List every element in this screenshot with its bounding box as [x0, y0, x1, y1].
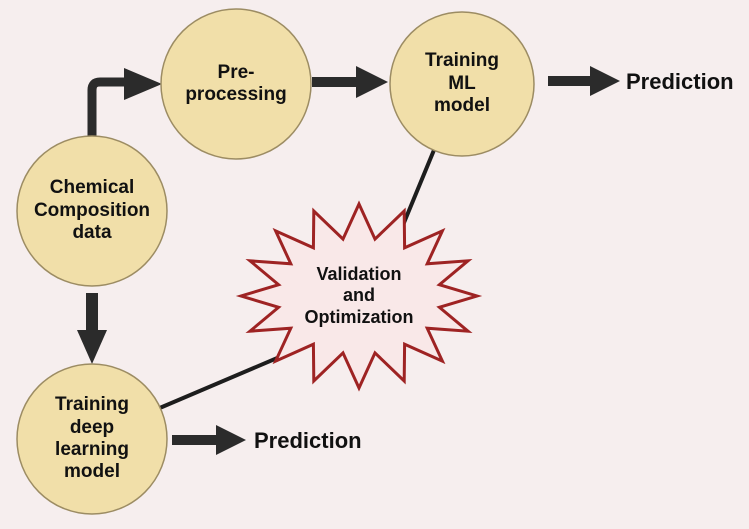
validation-starburst: [235, 200, 483, 392]
arrow-training-ml-to-prediction: [548, 66, 620, 96]
preprocessing-label: Pre- processing: [185, 61, 287, 105]
arrow-preprocessing-to-training-ml: [312, 66, 388, 98]
dl-prediction-text: Prediction: [254, 428, 362, 454]
training-ml-label: Training ML model: [425, 50, 499, 117]
validation-label: Validation and Optimization: [304, 264, 414, 327]
arrow-training-dl-to-prediction: [172, 425, 246, 455]
arrow-chemical-to-training-dl: [77, 293, 107, 364]
training-ml-node: [389, 11, 535, 157]
training-dl-node: [16, 363, 168, 515]
chemical-composition-node: [16, 135, 168, 287]
chemical-composition-label: Chemical Composition data: [33, 177, 151, 244]
preprocessing-node: [160, 8, 312, 160]
training-dl-label: Training deep learning model: [55, 394, 129, 483]
arrow-chemical-to-preprocessing: [87, 68, 162, 140]
ml-prediction-text: Prediction: [626, 69, 734, 95]
connector-dl-to-validation: [154, 348, 297, 412]
